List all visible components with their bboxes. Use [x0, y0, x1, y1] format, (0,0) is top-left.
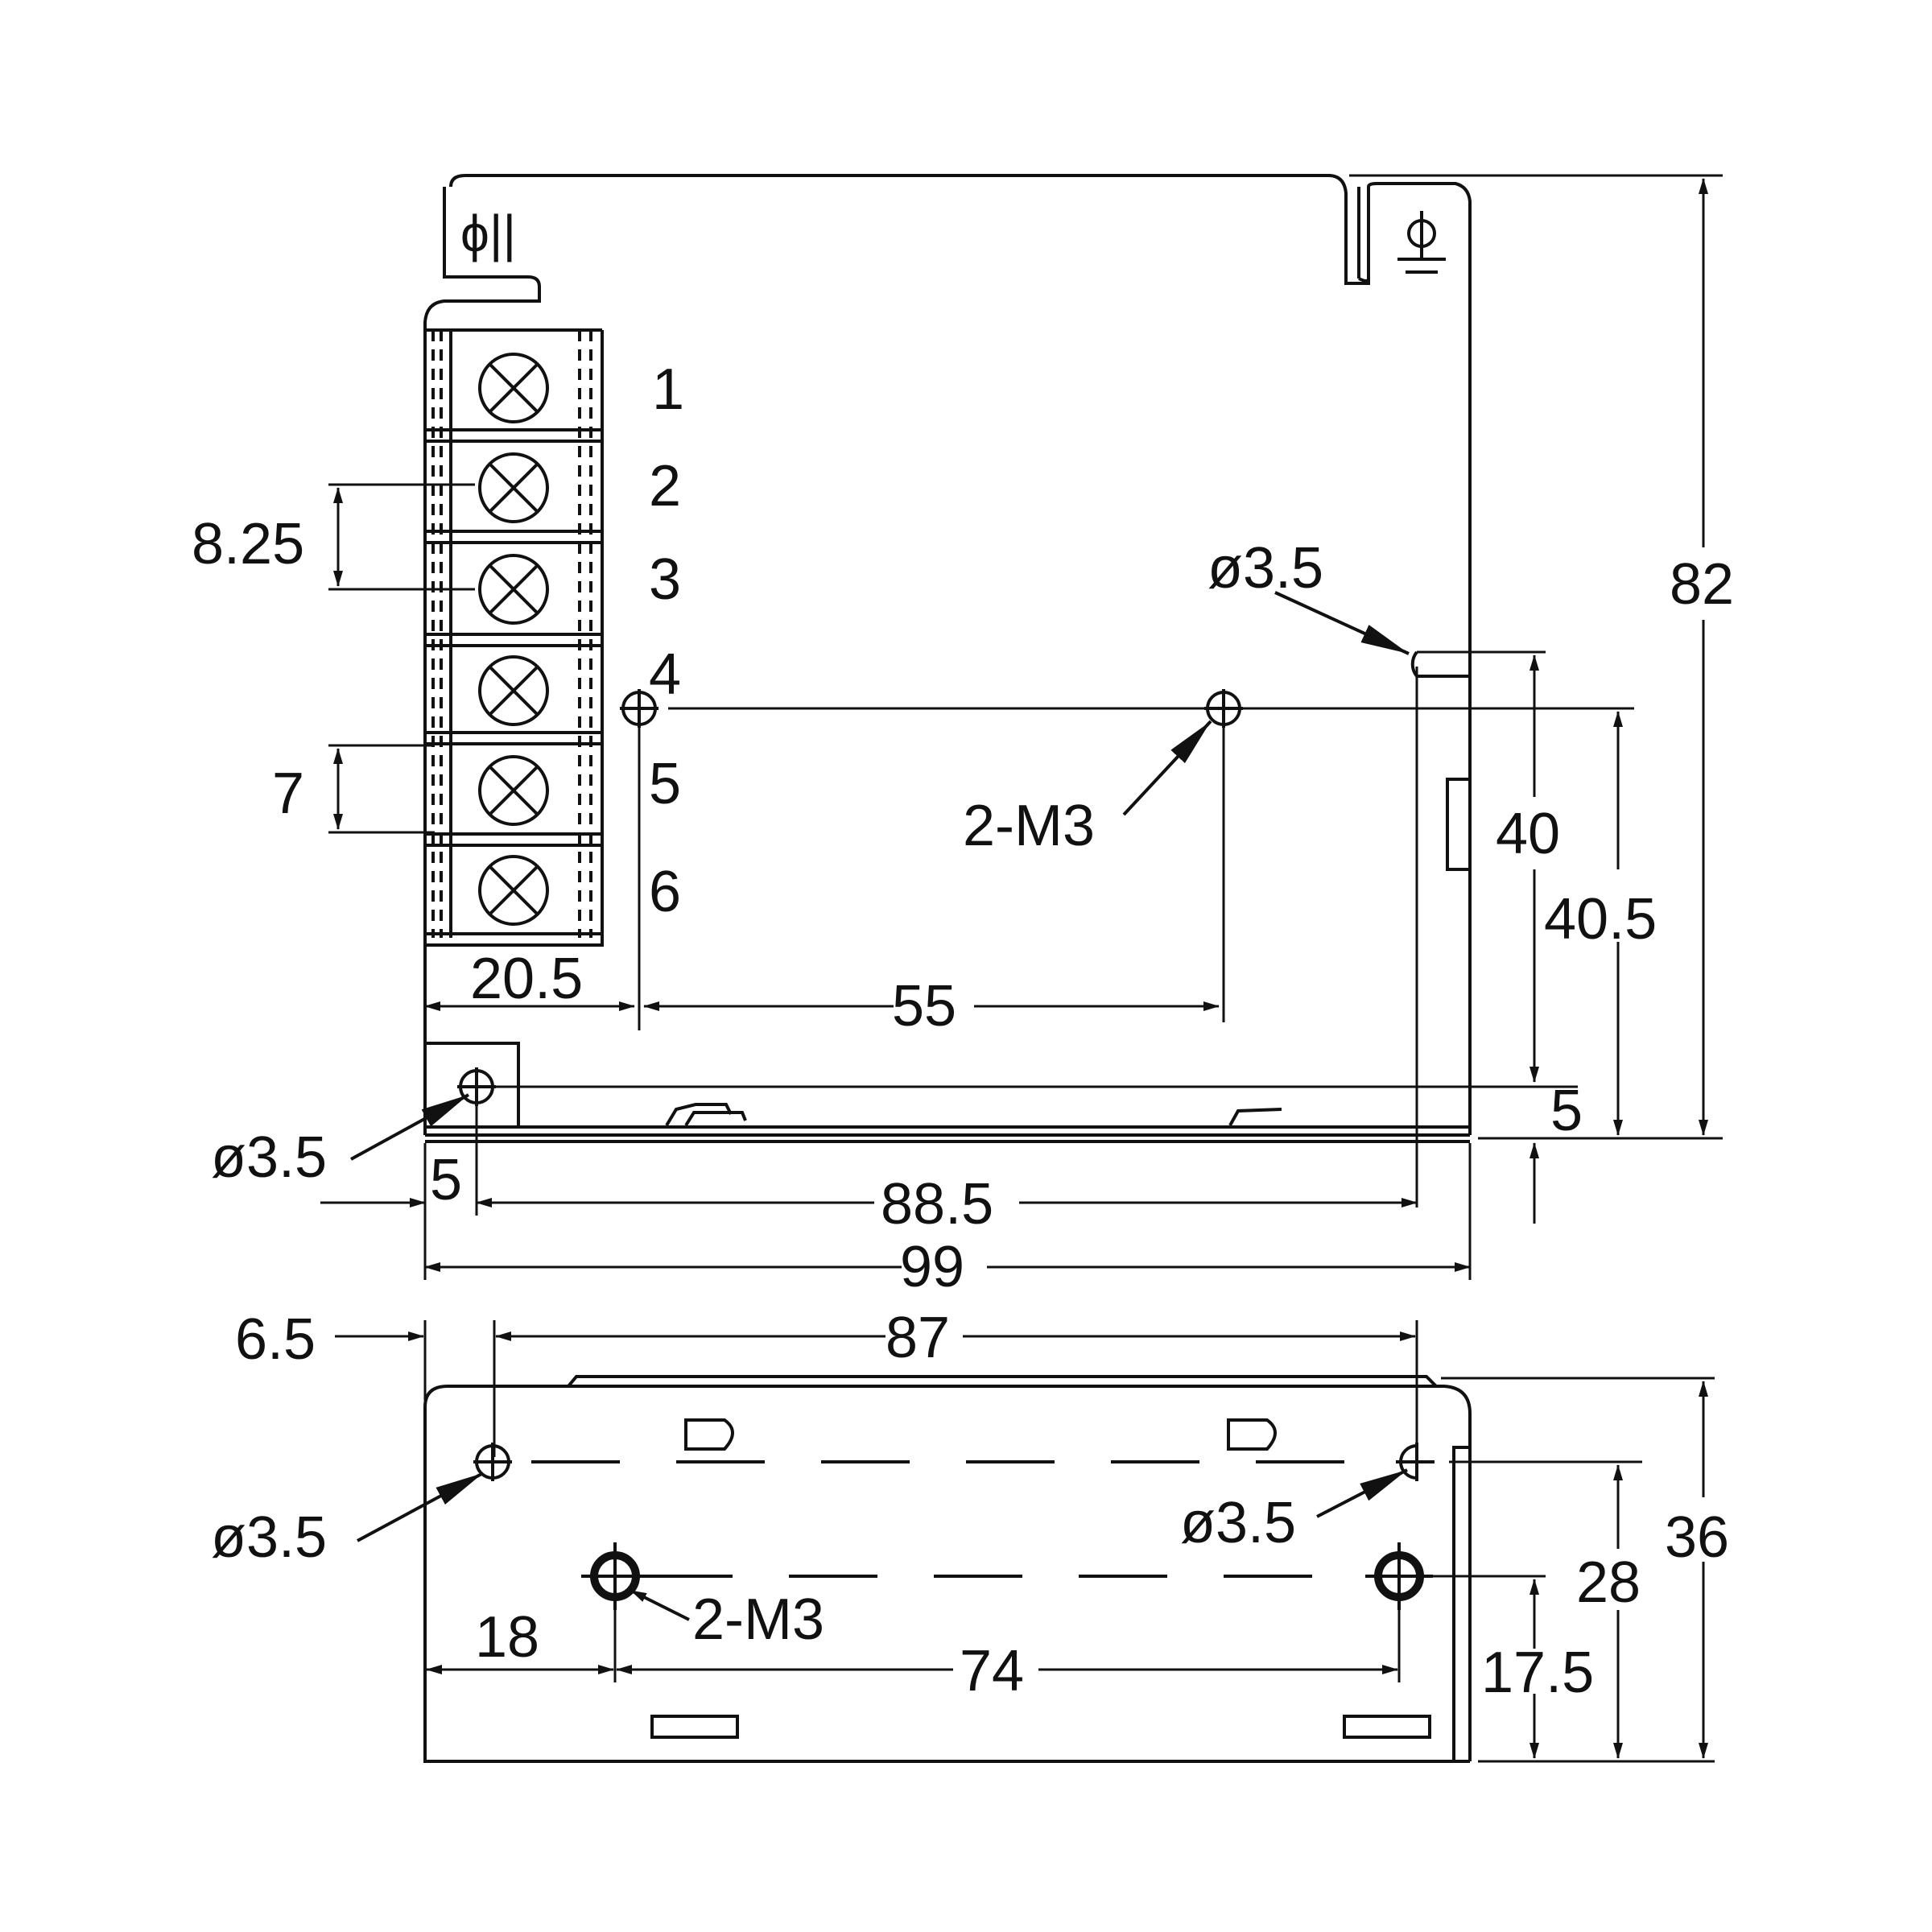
dim-40: 40 — [1496, 802, 1560, 866]
dim-5-right: 5 — [1550, 1079, 1583, 1143]
terminal-screw-icon — [478, 554, 549, 625]
ground-symbol-left: ϕ|| — [460, 204, 516, 262]
hole-label: ø3.5 — [1208, 536, 1323, 601]
hole-label: ø3.5 — [1180, 1491, 1296, 1555]
dim-terminal-width: 7 — [272, 762, 304, 826]
terminal-number: 4 — [649, 642, 681, 707]
slot-icon — [684, 1418, 734, 1451]
dim-18: 18 — [475, 1605, 539, 1670]
thread-label: 2-M3 — [692, 1587, 824, 1652]
mount-hole-icon — [1396, 1443, 1435, 1481]
terminal-number: 1 — [652, 357, 684, 422]
dim-36: 36 — [1665, 1505, 1729, 1570]
terminal-screw-icon — [478, 353, 549, 423]
dim-28: 28 — [1576, 1550, 1641, 1615]
dim-82: 82 — [1670, 552, 1734, 617]
terminal-screw-icon — [478, 655, 549, 726]
terminal-number: 2 — [649, 454, 681, 518]
dim-20-5: 20.5 — [470, 947, 583, 1011]
left-bracket — [423, 187, 541, 1135]
dim-99: 99 — [900, 1235, 964, 1299]
dim-40-5: 40.5 — [1544, 887, 1657, 952]
hole-label: ø3.5 — [211, 1125, 327, 1190]
ground-icon-right — [1397, 211, 1446, 274]
terminal-screw-icon — [478, 755, 549, 826]
hole-label: ø3.5 — [211, 1505, 327, 1570]
terminal-number: 5 — [649, 752, 681, 816]
side-view: 6.5 87 ø3.5 ø3.5 — [211, 1306, 1729, 1763]
m3-hole-icon — [620, 689, 658, 728]
terminal-screw-icon — [478, 452, 549, 523]
side-view-outline — [423, 1385, 1472, 1763]
slot-icon — [1343, 1715, 1431, 1739]
dim-74: 74 — [960, 1639, 1024, 1703]
mount-hole-icon — [457, 1067, 496, 1106]
terminal-number: 3 — [649, 547, 681, 612]
terminal-block — [423, 328, 604, 947]
bottom-flange — [425, 1042, 1470, 1143]
mount-hole-icon — [473, 1443, 512, 1481]
slot-icon — [1227, 1418, 1277, 1451]
top-view: ϕ|| — [192, 174, 1734, 1299]
thread-label: 2-M3 — [963, 794, 1095, 858]
top-view-outline — [449, 174, 1472, 628]
dim-pitch: 8.25 — [192, 512, 304, 576]
terminal-screw-icon — [478, 855, 549, 926]
dim-6-5: 6.5 — [235, 1307, 316, 1372]
dim-87: 87 — [886, 1306, 950, 1370]
right-flap — [1357, 187, 1370, 283]
dim-17-5: 17.5 — [1481, 1641, 1594, 1705]
slot-icon — [650, 1715, 739, 1739]
dim-88-5: 88.5 — [881, 1172, 993, 1236]
dim-55: 55 — [892, 974, 956, 1038]
terminal-number: 6 — [649, 860, 681, 924]
dim-5-left: 5 — [430, 1148, 462, 1212]
